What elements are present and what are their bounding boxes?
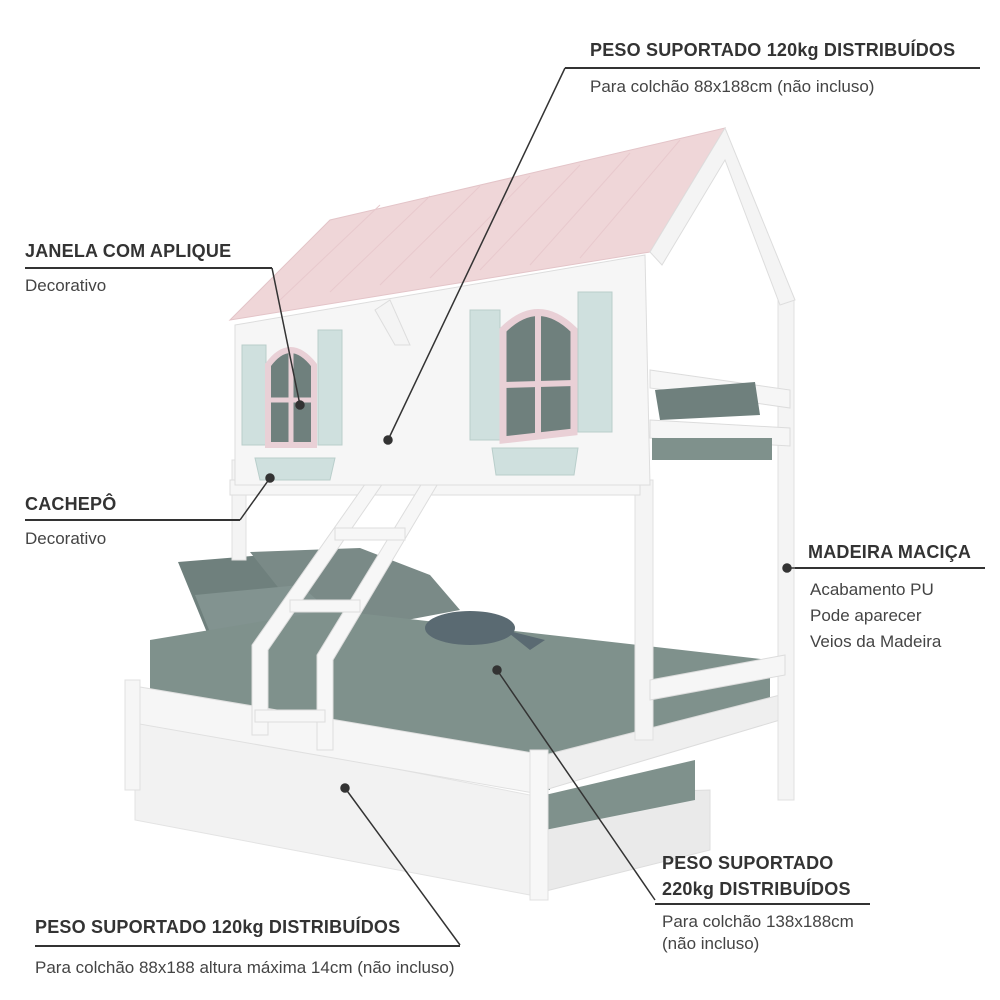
window-title: JANELA COM APLIQUE bbox=[25, 241, 232, 261]
bottom-bed-rule bbox=[655, 903, 870, 905]
planter-subtitle: Decorativo bbox=[25, 529, 107, 548]
window-rule bbox=[25, 267, 272, 269]
bottom-bed-subtitle-line-2: (não incluso) bbox=[662, 934, 760, 953]
wood-line-2: Pode aparecer bbox=[810, 606, 922, 625]
wood-line-3: Veios da Madeira bbox=[810, 632, 942, 651]
ladder bbox=[251, 469, 447, 751]
bottom-bed-title-line-1: PESO SUPORTADO bbox=[662, 853, 834, 873]
bottom-bed-subtitle-line-1: Para colchão 138x188cm bbox=[662, 912, 854, 931]
top-bed-title: PESO SUPORTADO 120kg DISTRIBUÍDOS bbox=[590, 40, 956, 60]
planter-title: CACHEPÔ bbox=[25, 494, 117, 514]
whale-plush-icon bbox=[425, 611, 545, 650]
window-subtitle: Decorativo bbox=[25, 276, 107, 295]
wood-line-1: Acabamento PU bbox=[810, 580, 934, 599]
lower-mattress bbox=[150, 610, 770, 760]
planter-rule bbox=[25, 519, 240, 521]
trundle-rule bbox=[35, 945, 460, 947]
bottom-bed-title-line-2: 220kg DISTRIBUÍDOS bbox=[662, 879, 851, 899]
trundle-subtitle: Para colchão 88x188 altura máxima 14cm (… bbox=[35, 958, 455, 977]
trundle-drawer bbox=[134, 717, 711, 896]
planter-left bbox=[254, 457, 336, 481]
window-left bbox=[241, 329, 343, 448]
top-bed-rule bbox=[565, 67, 980, 69]
trundle-title: PESO SUPORTADO 120kg DISTRIBUÍDOS bbox=[35, 917, 401, 937]
wood-title: MADEIRA MACIÇA bbox=[808, 542, 972, 562]
planter-right bbox=[491, 447, 579, 476]
top-bed-subtitle: Para colchão 88x188cm (não incluso) bbox=[590, 77, 875, 96]
window-right bbox=[469, 291, 613, 444]
wood-rule bbox=[795, 567, 985, 569]
leader-lines bbox=[239, 67, 795, 946]
